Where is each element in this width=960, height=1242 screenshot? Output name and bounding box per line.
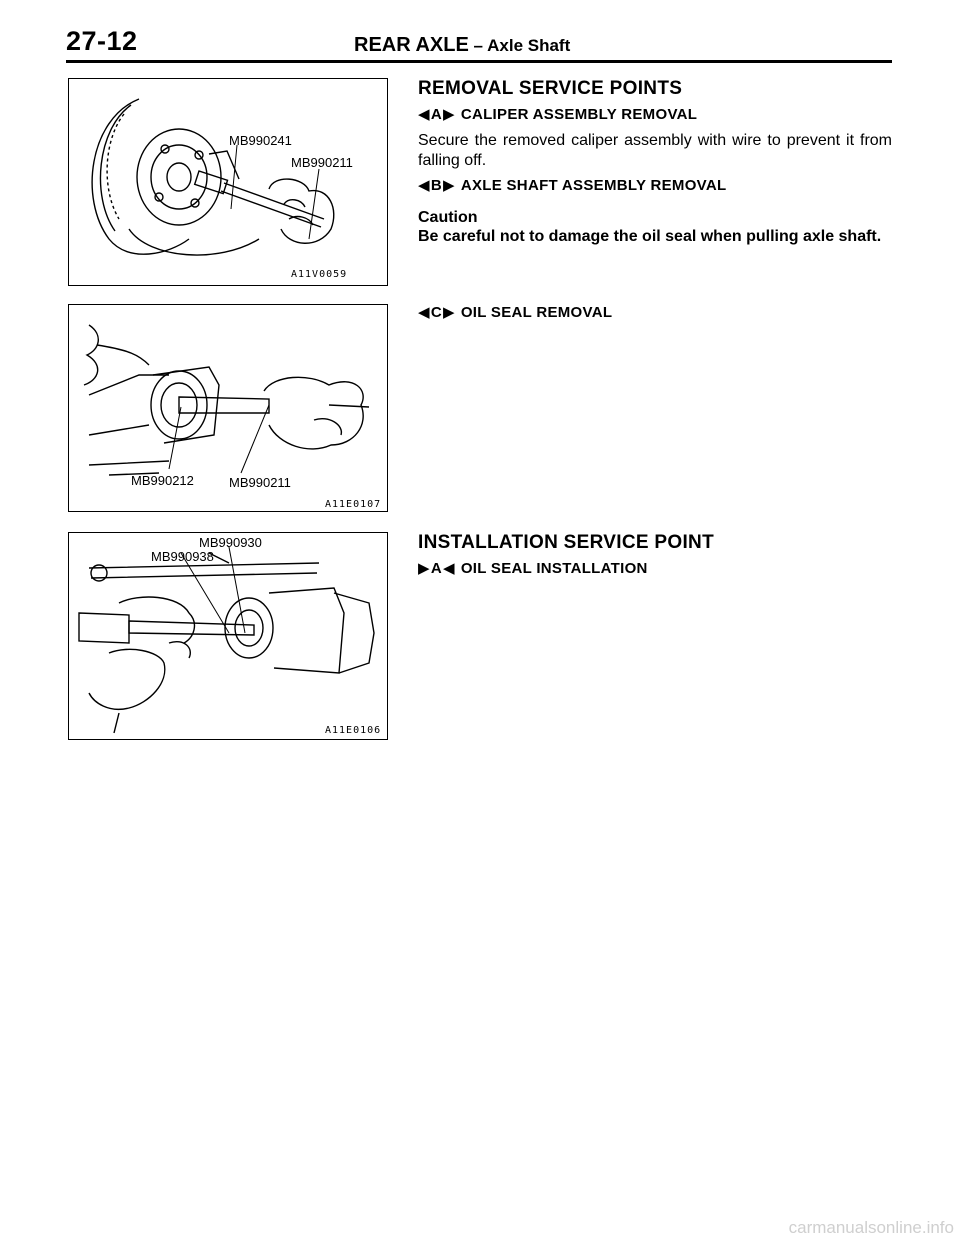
step-code: A bbox=[430, 560, 442, 577]
step-code: B bbox=[430, 177, 442, 194]
axle-housing-illustration bbox=[83, 324, 370, 476]
page-number: 27-12 bbox=[66, 26, 138, 56]
left-triangle-icon: ◀ bbox=[442, 560, 455, 577]
right-triangle-icon: ▶ bbox=[442, 177, 455, 194]
header-rule bbox=[66, 60, 892, 63]
tool-label: MB990211 bbox=[229, 475, 291, 490]
watermark: carmanualsonline.info bbox=[788, 1218, 954, 1237]
right-triangle-icon: ▶ bbox=[442, 106, 455, 123]
right-triangle-icon: ▶ bbox=[442, 304, 455, 321]
figure-code: A11E0107 bbox=[325, 499, 382, 510]
figure-oil-seal-removal: MB990212 MB990211 A11E0107 bbox=[68, 304, 388, 512]
step-label: OIL SEAL INSTALLATION bbox=[460, 560, 648, 577]
step-code: C bbox=[430, 304, 442, 321]
installation-heading: INSTALLATION SERVICE POINT bbox=[418, 532, 714, 553]
caution-text: Be careful not to damage the oil seal wh… bbox=[418, 228, 882, 245]
tool-label: MB990211 bbox=[291, 155, 353, 170]
tool-label: MB990212 bbox=[131, 473, 194, 488]
right-triangle-icon: ▶ bbox=[418, 560, 430, 577]
page-header: 27-12 REAR AXLE – Axle Shaft bbox=[66, 26, 892, 62]
caution-heading: Caution bbox=[418, 209, 478, 226]
install-a-heading: ▶A◀ OIL SEAL INSTALLATION bbox=[418, 560, 648, 577]
step-label: CALIPER ASSEMBLY REMOVAL bbox=[460, 106, 698, 123]
seal-installation-illustration bbox=[78, 546, 375, 734]
section-subtitle: Axle Shaft bbox=[487, 36, 571, 55]
figure-oil-seal-installation: MB990930 MB990938 A11E0106 bbox=[68, 532, 388, 740]
title-dash: – bbox=[468, 36, 488, 55]
step-a-heading: ◀A▶ CALIPER ASSEMBLY REMOVAL bbox=[418, 106, 697, 123]
step-code: A bbox=[430, 106, 442, 123]
figure-caliper-removal: MB990241 MB990211 A11V0059 bbox=[68, 78, 388, 286]
step-c-heading: ◀C▶ OIL SEAL REMOVAL bbox=[418, 304, 612, 321]
step-b-heading: ◀B▶ AXLE SHAFT ASSEMBLY REMOVAL bbox=[418, 177, 726, 194]
page-title: REAR AXLE – Axle Shaft bbox=[354, 34, 570, 57]
step-a-text: Secure the removed caliper assembly with… bbox=[418, 132, 892, 169]
tool-label: MB990241 bbox=[229, 133, 292, 148]
figure-code: A11V0059 bbox=[291, 269, 348, 280]
figure-code: A11E0106 bbox=[325, 725, 382, 736]
left-triangle-icon: ◀ bbox=[418, 177, 430, 194]
left-triangle-icon: ◀ bbox=[418, 106, 430, 123]
brake-disc-illustration bbox=[91, 98, 335, 256]
section-title: REAR AXLE bbox=[354, 34, 469, 56]
step-label: AXLE SHAFT ASSEMBLY REMOVAL bbox=[460, 177, 727, 194]
step-label: OIL SEAL REMOVAL bbox=[460, 304, 613, 321]
removal-heading: REMOVAL SERVICE POINTS bbox=[418, 78, 683, 99]
tool-label: MB990930 bbox=[199, 535, 262, 550]
tool-label: MB990938 bbox=[151, 549, 214, 564]
left-triangle-icon: ◀ bbox=[418, 304, 430, 321]
